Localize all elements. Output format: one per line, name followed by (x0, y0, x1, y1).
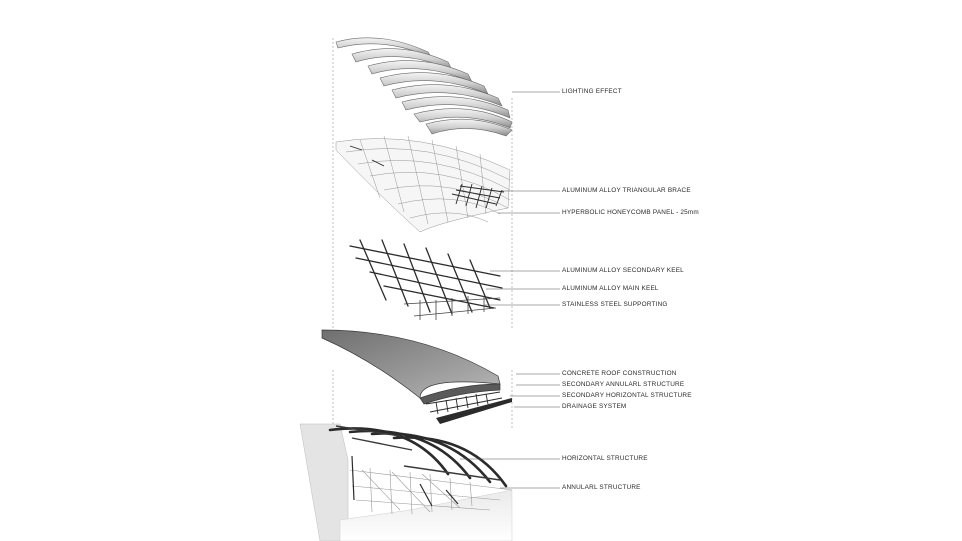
label-secondary-horizontal: SECONDARY HORIZONTAL STRUCTURE (562, 392, 692, 399)
lighting-effect-layer (335, 37, 513, 137)
concrete-roof-layer (321, 329, 501, 405)
stainless-steel-supports (403, 296, 501, 320)
label-drainage-system: DRAINAGE SYSTEM (562, 403, 627, 410)
label-honeycomb-panel: HYPERBOLIC HONEYCOMB PANEL - 25mm (562, 209, 699, 216)
keel-layer (349, 239, 503, 315)
honeycomb-panel-layer (335, 135, 511, 233)
label-annular-structure: ANNULARL STRUCTURE (562, 484, 641, 491)
label-concrete-roof: CONCRETE ROOF CONSTRUCTION (562, 370, 677, 377)
label-triangular-brace: ALUMINUM ALLOY TRIANGULAR BRACE (562, 187, 691, 194)
leader-lines (460, 91, 560, 489)
guide-lines (332, 38, 513, 430)
triangular-brace (349, 145, 505, 209)
label-horizontal-structure: HORIZONTAL STRUCTURE (562, 455, 648, 462)
secondary-structure (425, 391, 503, 415)
label-secondary-annular: SECONDARY ANNULARL STRUCTURE (562, 381, 685, 388)
label-main-keel: ALUMINUM ALLOY MAIN KEEL (562, 285, 659, 292)
label-secondary-keel: ALUMINUM ALLOY SECONDARY KEEL (562, 267, 684, 274)
label-stainless-steel: STAINLESS STEEL SUPPORTING (562, 301, 668, 308)
label-lighting-effect: LIGHTING EFFECT (562, 88, 622, 95)
main-structure-layer (299, 423, 513, 541)
drainage-gutter (436, 398, 512, 424)
